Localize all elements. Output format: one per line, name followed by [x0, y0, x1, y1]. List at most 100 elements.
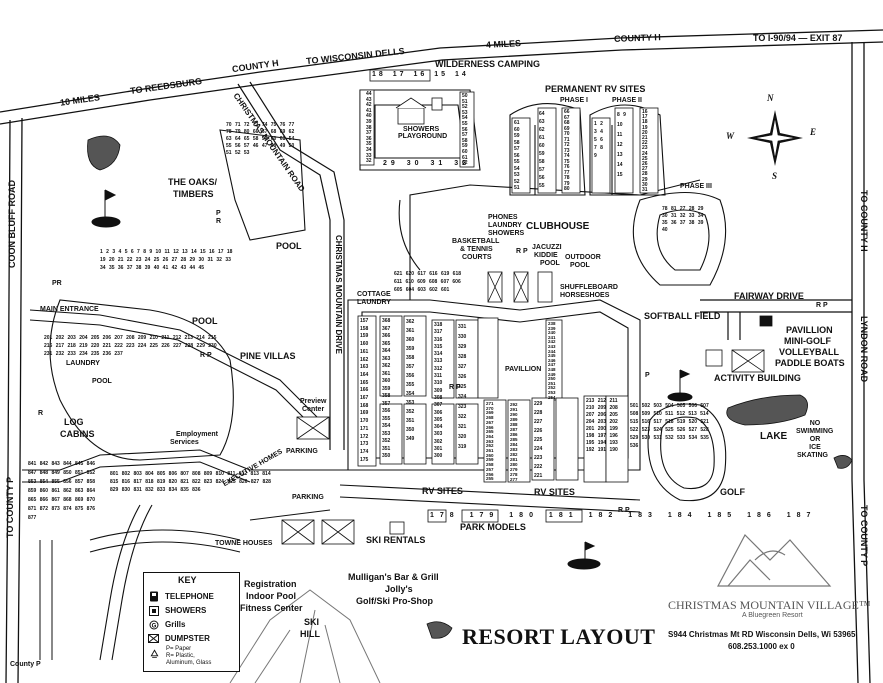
unit-number: 20 [108, 257, 115, 263]
unit-number: 58 [252, 136, 259, 142]
unit-number: 227 [173, 343, 182, 349]
unit-number: 175 [360, 456, 369, 463]
unit-number: 76 [564, 164, 570, 170]
unit-number: 351 [382, 445, 391, 452]
wilderness-camping-label: WILDERNESS CAMPING [435, 59, 541, 69]
units-600s: 621 620 617 616 619 618 611 610 609 608 … [394, 270, 474, 294]
unit-number: 171 [360, 425, 369, 432]
unit-number: 71 [234, 122, 241, 128]
unit-number: 5 [124, 249, 128, 255]
unit-number: 844 [63, 461, 72, 467]
key-grills-row: G Grills [148, 619, 185, 630]
cottage-i-units: 229 228 227 226 225 224 223 222 221 [534, 400, 552, 481]
unit-number: 821 [180, 479, 189, 485]
unit-number: 244 [548, 348, 556, 354]
unit-number: 836 [192, 487, 201, 493]
unit-number: 846 [86, 461, 96, 467]
unit-number: 223 [126, 343, 135, 349]
unit-number: 32 [679, 213, 686, 219]
unit-number: 78 [226, 129, 232, 135]
ski-hill-label-2: HILL [300, 629, 320, 639]
employment-label-2: Services [170, 439, 199, 446]
unit-number: 50 [462, 93, 468, 99]
unit-number: 57 [243, 143, 250, 149]
unit-number: 79 [564, 180, 570, 187]
unit-number: 360 [382, 378, 391, 384]
unit-number: 158 [360, 325, 369, 332]
unit-number: 14 [617, 162, 623, 168]
unit-number: 236 [102, 351, 112, 357]
unit-number: 301 [434, 446, 443, 453]
unit-number: 13 [617, 152, 623, 158]
oaks-loop [219, 129, 306, 241]
unit-number: 511 [665, 411, 674, 417]
unit-number: 193 [609, 440, 618, 446]
unit-number: 181 [548, 512, 579, 519]
compass-e: E [810, 127, 817, 137]
unit-number: 366 [382, 333, 391, 339]
unit-number: 246 [548, 357, 556, 363]
telephone-icon [148, 591, 159, 602]
mulligans-label-2: Jolly's [385, 584, 413, 594]
unit-number: 354 [382, 423, 391, 429]
unit-number: 59 [514, 133, 520, 139]
unit-number: 604 [405, 287, 415, 293]
unit-number: 367 [382, 325, 391, 332]
compass-rose [747, 110, 803, 166]
ski-rentals-label: SKI RENTALS [366, 535, 426, 545]
unit-number: 46 [252, 143, 259, 149]
unit-number: 39 [697, 220, 704, 226]
unit-number: 813 [250, 471, 259, 477]
pine-villas-label: PINE VILLAS [240, 351, 296, 361]
unit-number: 807 [180, 471, 189, 477]
unit-number: 44 [366, 91, 372, 97]
unit-number: 328 [458, 354, 467, 360]
unit-number: 75 [564, 158, 570, 165]
unit-number: 66 [564, 109, 570, 115]
laundry-log-label: LAUNDRY [66, 360, 100, 367]
unit-number: 353 [382, 430, 391, 437]
unit-number: 802 [121, 471, 131, 477]
unit-number: 211 [161, 335, 170, 341]
unit-number: 830 [121, 487, 131, 493]
unit-number: 312 [434, 365, 443, 372]
unit-number: 358 [406, 355, 415, 361]
unit-number: 48 [270, 143, 277, 149]
unit-number: 12 [617, 142, 623, 148]
unit-number: 221 [534, 473, 543, 479]
recycle-icon [149, 648, 160, 660]
mulligans-label-3: Golf/Ski Pro-Shop [356, 596, 434, 606]
unit-number: 801 [110, 471, 119, 477]
unit-number: 526 [676, 427, 686, 433]
unit-number: 230 [208, 343, 217, 349]
unit-number: 803 [133, 471, 142, 477]
unit-number: 251 [548, 380, 556, 386]
phase1-left-units: 61 60 59 58 57 56 55 54 53 52 51 [514, 120, 528, 192]
unit-number: 358 [382, 393, 391, 399]
unit-number: 23 [135, 257, 142, 263]
unit-number: 208 [609, 405, 618, 411]
unit-number: 26 [642, 161, 648, 168]
unit-number: 22 [642, 140, 648, 147]
south-loops [39, 529, 241, 660]
parking-label-2: PARKING [292, 494, 324, 501]
unit-number: 67 [564, 114, 570, 121]
christmas-mountain-drive-label: CHRISTMAS MOUNTAIN DRIVE [334, 235, 343, 354]
unit-number: 261 [486, 448, 494, 454]
golf-loop [647, 403, 727, 502]
registration-label-2: Indoor Pool [246, 591, 296, 601]
towne-houses-label: TOWNE HOUSES [215, 540, 273, 547]
unit-number: 39 [366, 118, 372, 125]
unit-number: 55 [539, 183, 545, 189]
shuffleboard-label: SHUFFLEBOARD [560, 284, 618, 291]
cottage-a-units: 157 158 159 160 161 162 163 164 165 166 … [360, 318, 374, 464]
county-h-road [0, 29, 883, 125]
to-i90-label: TO I-90/94 — EXIT 87 [753, 33, 843, 43]
unit-number: 855 [51, 479, 60, 485]
unit-number: 49 [279, 143, 286, 149]
ski-hill-label-1: SKI [304, 617, 320, 627]
basketball-label-2: & TENNIS [460, 246, 493, 253]
unit-number: 252 [548, 385, 556, 391]
preview-center-label-1: Preview [300, 398, 327, 405]
unit-number: 53 [462, 109, 468, 116]
